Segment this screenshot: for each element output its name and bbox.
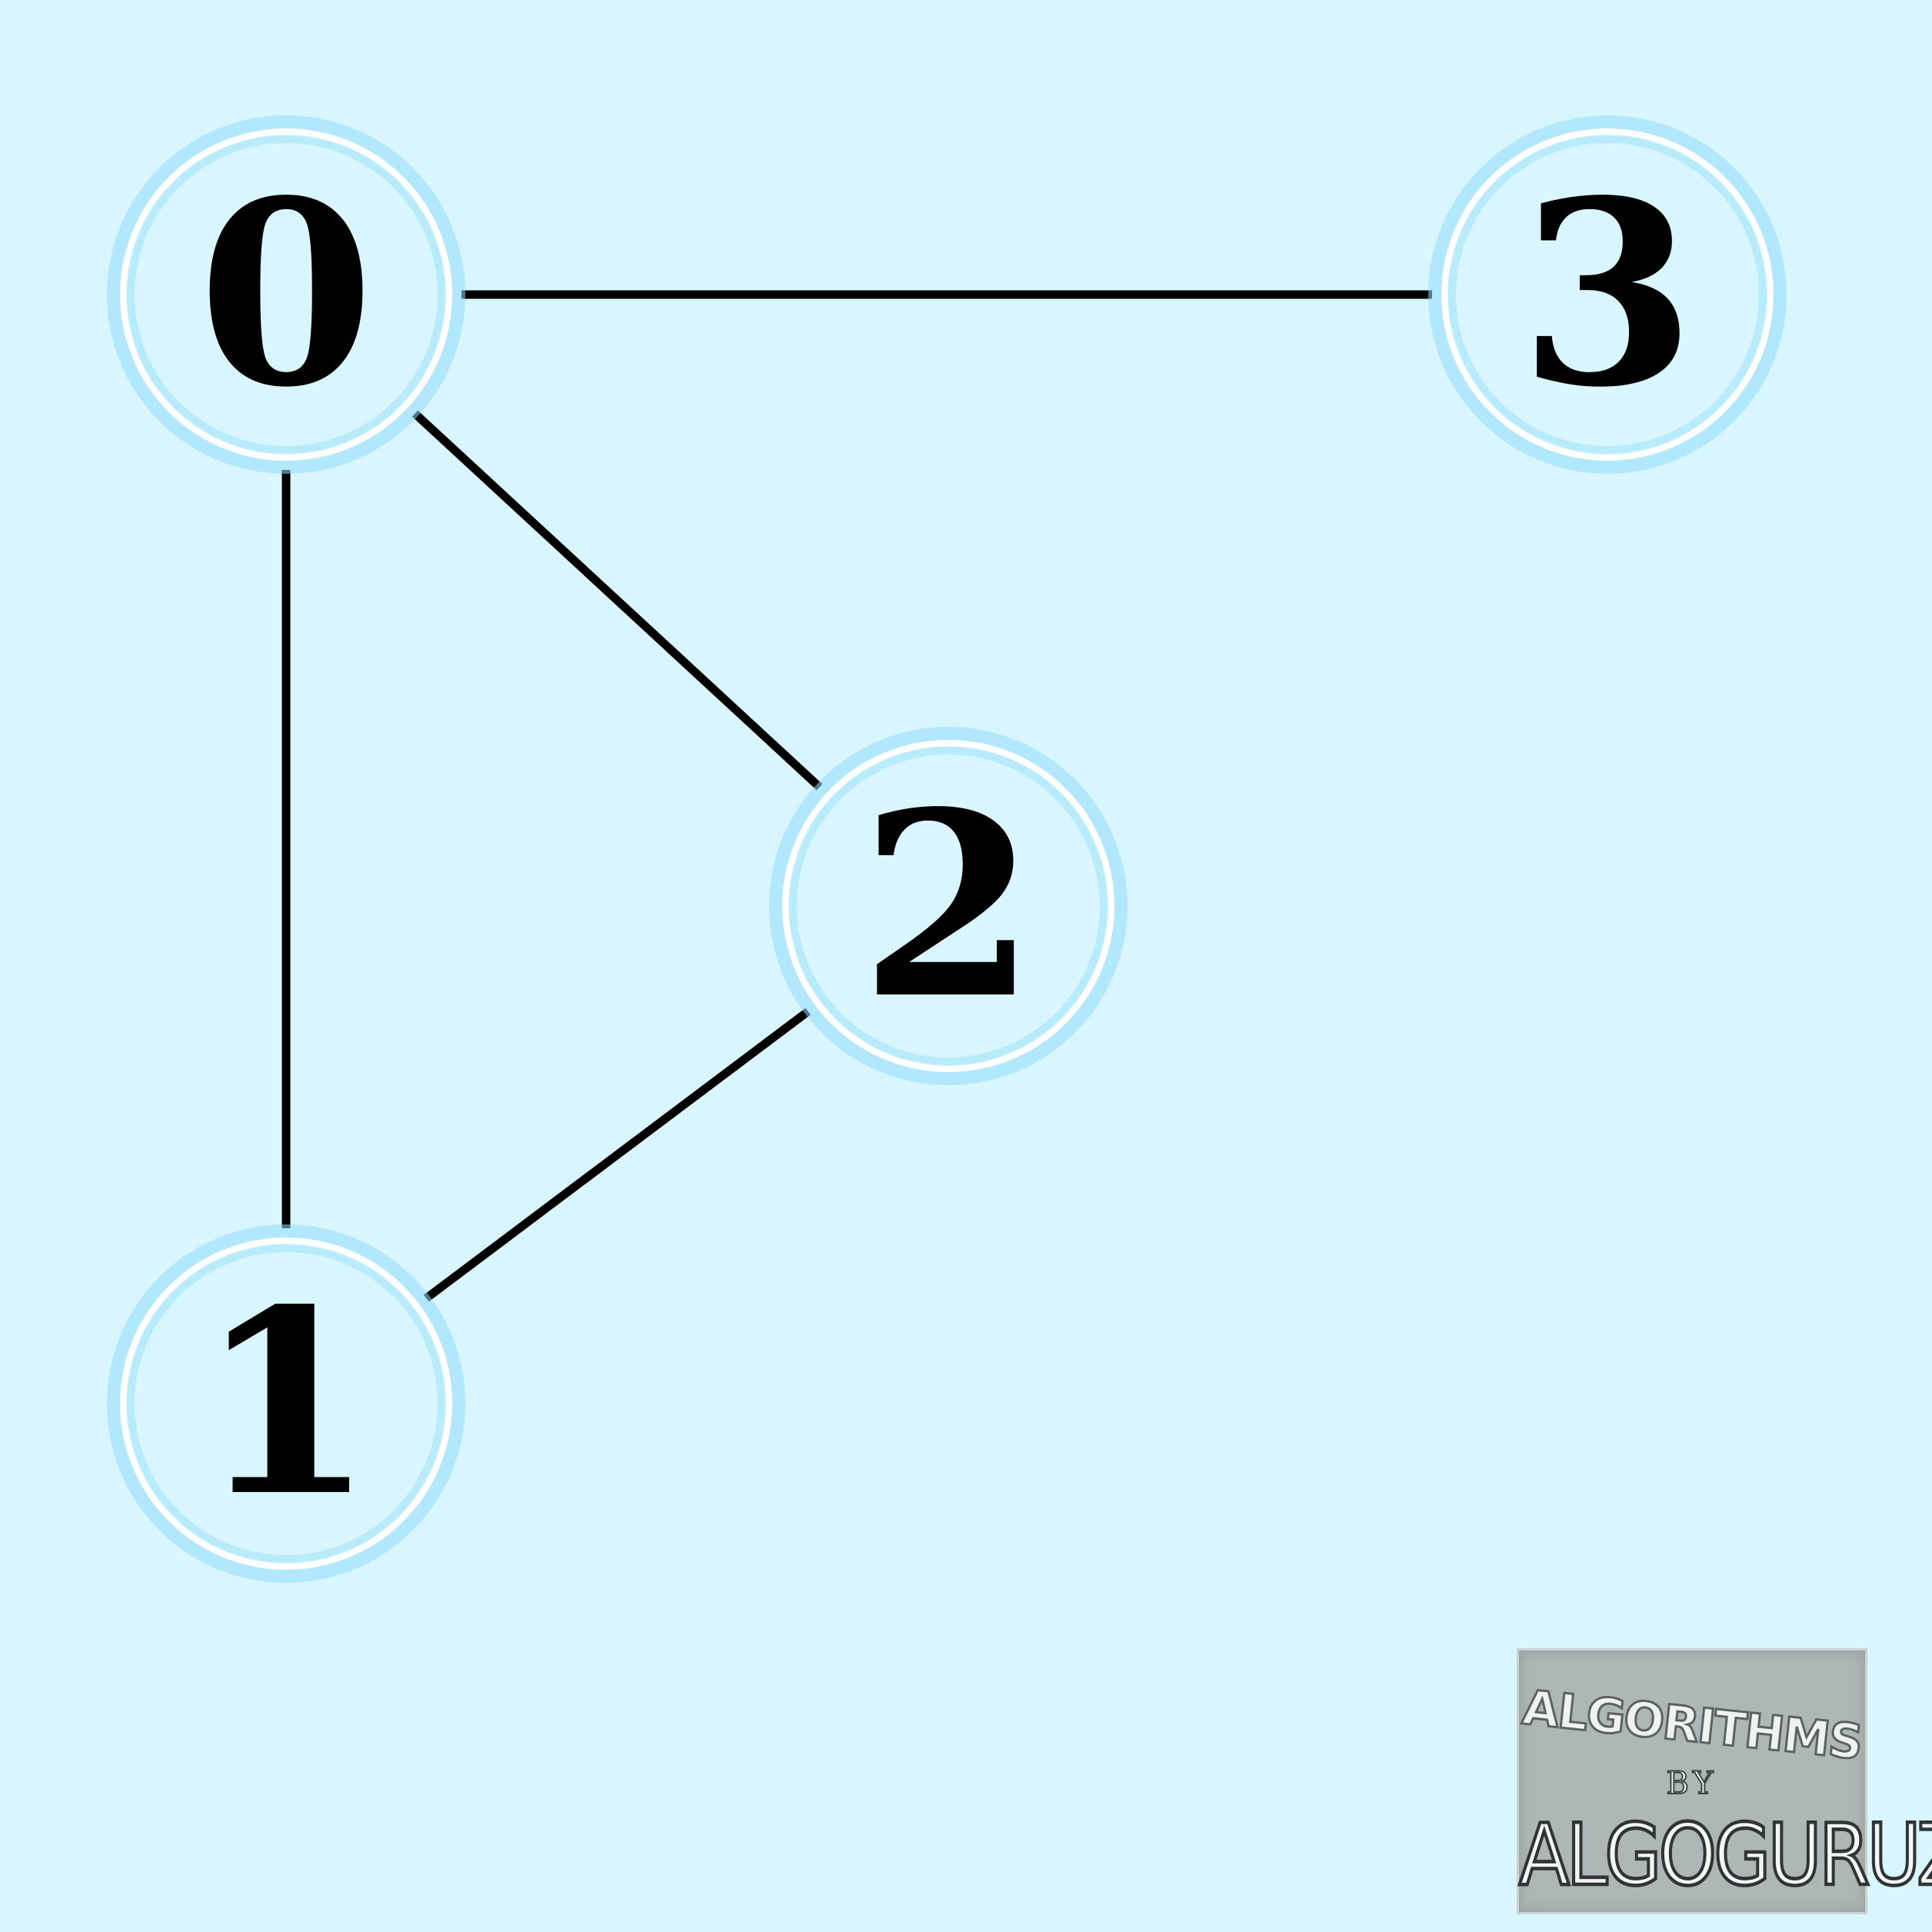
node-glow: [1428, 115, 1787, 474]
node-glow: [769, 727, 1128, 1085]
edge-0-2: [411, 410, 823, 791]
node-circle: [782, 740, 1114, 1072]
logo-line-algoguruzz: ALGOGURUZZ: [1517, 1804, 1932, 1906]
node-2: 2: [769, 727, 1128, 1085]
node-label: 3: [1519, 145, 1696, 443]
edges-layer: [281, 290, 1432, 1302]
node-glow: [107, 115, 465, 474]
nodes-layer: 0 1 2 3: [107, 115, 1787, 1583]
node-label: 1: [198, 1254, 375, 1552]
algoguruzz-logo: ALGORITHMS BY ALGOGURUZZ: [1517, 1648, 1932, 1914]
node-circle: [120, 128, 452, 461]
node-inner-glow: [789, 747, 1108, 1065]
node-inner-glow: [127, 135, 445, 454]
node-3: 3: [1428, 115, 1787, 474]
node-1: 1: [107, 1224, 465, 1583]
edge-1-2: [423, 1008, 811, 1302]
node-inner-glow: [1448, 135, 1767, 454]
node-label: 0: [198, 145, 375, 443]
node-circle: [1441, 128, 1774, 461]
logo-line-algorithms: ALGORITHMS: [1519, 1678, 1866, 1772]
logo-line-by: BY: [1665, 1765, 1718, 1802]
node-0: 0: [107, 115, 465, 474]
node-circle: [120, 1237, 452, 1570]
node-inner-glow: [127, 1244, 445, 1563]
node-glow: [107, 1224, 465, 1583]
node-label: 2: [860, 756, 1037, 1054]
